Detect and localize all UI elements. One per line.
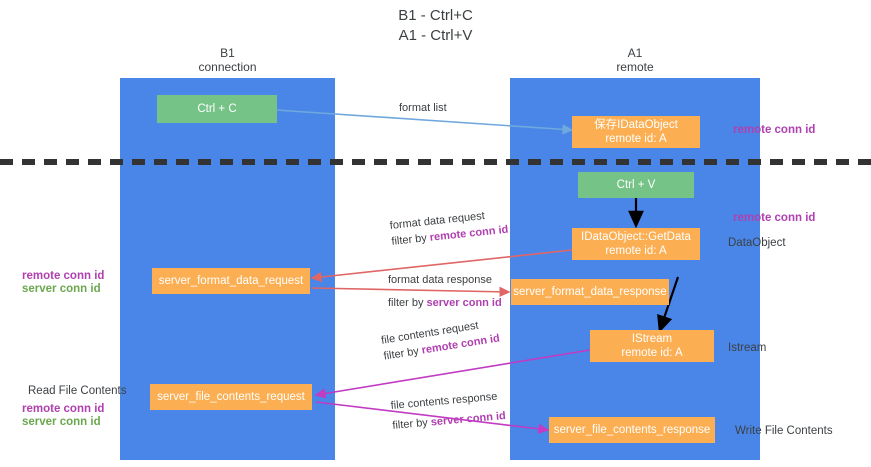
page-title: B1 - Ctrl+C A1 - Ctrl+V [398,7,473,44]
node-idataobject-getdata-sub: remote id: A [605,245,667,257]
node-idataobject-getdata[interactable]: IDataObject::GetData remote id: A [572,228,700,260]
node-save-idataobject-sub: remote id: A [605,133,667,145]
label-left-bottom-server-conn-id: server conn id [22,416,101,428]
arrow-label-format-data-response-line2: filter by server conn id [388,297,502,309]
node-ctrl-c-label: Ctrl + C [197,103,237,115]
label-left-remote-conn-id: remote conn id [22,270,105,282]
node-save-idataobject-label: 保存IDataObject [594,119,678,131]
node-server-file-contents-response[interactable]: server_file_contents_response [549,417,715,443]
label-right-dataobject: DataObject [728,237,786,249]
arrow-label-format-list: format list [399,102,447,114]
node-server-file-contents-response-label: server_file_contents_response [553,424,711,436]
filter-key-server-conn-id-2: server conn id [430,410,507,429]
node-idataobject-getdata-label: IDataObject::GetData [581,231,691,243]
node-server-format-data-request-label: server_format_data_request [158,275,304,287]
node-ctrl-v[interactable]: Ctrl + V [578,172,694,198]
arrow-label-format-data-response: format data response filter by server co… [388,272,502,311]
node-istream[interactable]: IStream remote id: A [590,330,714,362]
arrow-label-file-contents-response: file contents response filter by server … [390,388,506,434]
column-header-b1: B1 connection [198,46,257,74]
node-istream-label: IStream [631,333,673,345]
node-server-format-data-response-label: server_format_data_response [513,286,667,298]
node-server-format-data-response[interactable]: server_format_data_response [511,279,669,305]
node-ctrl-c[interactable]: Ctrl + C [157,95,277,123]
arrow-label-format-data-response-line1: format data response [388,274,492,286]
label-right-remote-conn-id-mid: remote conn id [733,212,816,224]
label-left-server-conn-id: server conn id [22,283,101,295]
column-header-a1: A1 remote [616,46,654,74]
node-server-file-contents-request[interactable]: server_file_contents_request [150,384,312,410]
label-left-bottom-remote-conn-id: remote conn id [22,403,105,415]
label-right-remote-conn-id-top: remote conn id [733,124,816,136]
node-server-format-data-request[interactable]: server_format_data_request [152,268,310,294]
label-left-read-file-contents: Read File Contents [28,385,127,397]
node-server-file-contents-request-label: server_file_contents_request [157,391,305,403]
node-save-idataobject[interactable]: 保存IDataObject remote id: A [572,116,700,148]
node-istream-sub: remote id: A [621,347,683,359]
arrow-label-format-data-request: format data request filter by remote con… [389,206,509,250]
filter-key-server-conn-id: server conn id [426,297,502,309]
arrow-label-file-contents-request: file contents request filter by remote c… [380,315,501,365]
label-right-istream: Istream [728,342,767,354]
label-right-write-file-contents: Write File Contents [735,425,833,437]
node-ctrl-v-label: Ctrl + V [616,179,656,191]
